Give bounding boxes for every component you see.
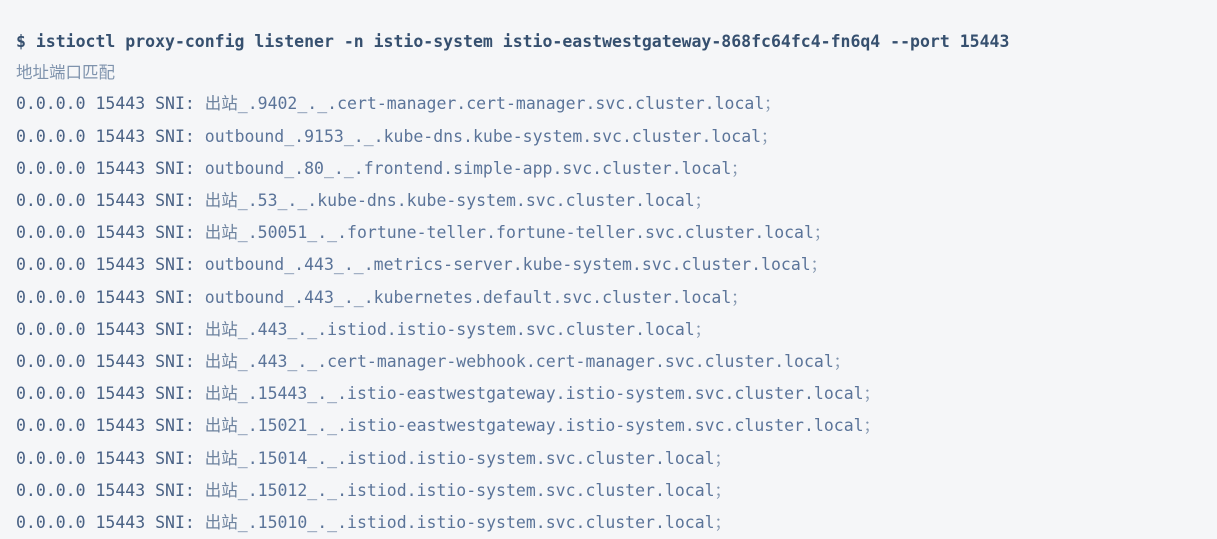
line-terminator: ； [761, 127, 777, 146]
listener-port: 15443 [95, 352, 156, 372]
listener-row: 0.0.0.0 15443 SNI: 出站_.15021_._.istio-ea… [16, 410, 1217, 442]
listener-address: 0.0.0.0 [16, 255, 96, 275]
listener-port: 15443 [95, 448, 156, 468]
match-type-label: SNI: [155, 126, 205, 146]
sni-value: outbound_.9153_._.kube-dns.kube-system.s… [204, 126, 762, 146]
listener-port: 15443 [95, 126, 156, 146]
listener-row: 0.0.0.0 15443 SNI: 出站_.50051_._.fortune-… [16, 217, 1217, 249]
listener-row: 0.0.0.0 15443 SNI: 出站_.15443_._.istio-ea… [16, 378, 1217, 410]
line-terminator: ； [714, 514, 730, 533]
listener-port: 15443 [95, 255, 156, 275]
listener-row: 0.0.0.0 15443 SNI: outbound_.80_._.front… [16, 153, 1217, 185]
listener-port: 15443 [95, 223, 156, 243]
sni-value: _.15012_._.istiod.istio-system.svc.clust… [237, 480, 715, 500]
sni-value: _.50051_._.fortune-teller.fortune-teller… [237, 223, 814, 243]
listener-row: 0.0.0.0 15443 SNI: outbound_.443_._.metr… [16, 249, 1217, 281]
match-type-label: SNI: [155, 416, 205, 436]
match-type-label: SNI: [155, 480, 205, 500]
listener-row: 0.0.0.0 15443 SNI: outbound_.443_._.kube… [16, 282, 1217, 314]
line-terminator: ； [813, 224, 829, 243]
listener-row: 0.0.0.0 15443 SNI: 出站_.15012_._.istiod.i… [16, 475, 1217, 507]
sni-value: _.15014_._.istiod.istio-system.svc.clust… [237, 448, 715, 468]
match-type-label: SNI: [155, 191, 205, 211]
line-terminator: ； [863, 385, 879, 404]
line-terminator: ； [764, 95, 780, 114]
sni-direction-token: 出站 [204, 352, 238, 372]
line-terminator: ； [714, 449, 730, 468]
sni-direction-token: 出站 [204, 191, 238, 211]
match-type-label: SNI: [155, 448, 205, 468]
line-terminator: ； [810, 256, 826, 275]
listener-address: 0.0.0.0 [16, 94, 96, 114]
sni-direction-token: 出站 [204, 448, 238, 468]
sni-value: _.15010_._.istiod.istio-system.svc.clust… [237, 513, 715, 533]
line-terminator: ； [731, 288, 747, 307]
sni-direction-token: 出站 [204, 416, 238, 436]
listener-address: 0.0.0.0 [16, 480, 96, 500]
match-type-label: SNI: [155, 513, 205, 533]
listener-address: 0.0.0.0 [16, 287, 96, 307]
line-terminator: ； [731, 159, 747, 178]
sni-value: _.443_._.cert-manager-webhook.cert-manag… [237, 352, 834, 372]
listener-row: 0.0.0.0 15443 SNI: 出站_.443_._.cert-manag… [16, 346, 1217, 378]
line-terminator: ； [714, 481, 730, 500]
match-type-label: SNI: [155, 255, 205, 275]
listener-port: 15443 [95, 480, 156, 500]
line-terminator: ； [694, 192, 710, 211]
listener-address: 0.0.0.0 [16, 384, 96, 404]
sni-value: outbound_.443_._.metrics-server.kube-sys… [204, 255, 811, 275]
sni-value: outbound_.80_._.frontend.simple-app.svc.… [204, 158, 732, 178]
listener-port: 15443 [95, 416, 156, 436]
listener-address: 0.0.0.0 [16, 448, 96, 468]
listener-port: 15443 [95, 513, 156, 533]
match-type-label: SNI: [155, 319, 205, 339]
match-type-label: SNI: [155, 352, 205, 372]
listener-address: 0.0.0.0 [16, 191, 96, 211]
listener-address: 0.0.0.0 [16, 416, 96, 436]
listener-port: 15443 [95, 384, 156, 404]
match-type-label: SNI: [155, 158, 205, 178]
sni-direction-token: 出站 [204, 223, 238, 243]
sni-value: _.53_._.kube-dns.kube-system.svc.cluster… [237, 191, 695, 211]
table-caption: 地址端口匹配 [16, 63, 115, 83]
terminal-command-line: $ istioctl proxy-config listener -n isti… [16, 32, 1010, 51]
listener-row: 0.0.0.0 15443 SNI: outbound_.9153_._.kub… [16, 121, 1217, 153]
sni-direction-token: 出站 [204, 513, 238, 533]
listener-port: 15443 [95, 158, 156, 178]
listener-address: 0.0.0.0 [16, 513, 96, 533]
listener-row: 0.0.0.0 15443 SNI: 出站_.15014_._.istiod.i… [16, 443, 1217, 475]
line-terminator: ； [833, 353, 849, 372]
listener-port: 15443 [95, 94, 156, 114]
sni-direction-token: 出站 [204, 94, 238, 114]
listener-address: 0.0.0.0 [16, 158, 96, 178]
sni-value: _.15021_._.istio-eastwestgateway.istio-s… [237, 416, 864, 436]
sni-value: _.9402_._.cert-manager.cert-manager.svc.… [237, 94, 765, 114]
listener-row-list: 0.0.0.0 15443 SNI: 出站_.9402_._.cert-mana… [16, 88, 1217, 539]
listener-row: 0.0.0.0 15443 SNI: 出站_.15010_._.istiod.i… [16, 507, 1217, 539]
listener-address: 0.0.0.0 [16, 352, 96, 372]
listener-port: 15443 [95, 287, 156, 307]
listener-row: 0.0.0.0 15443 SNI: 出站_.443_._.istiod.ist… [16, 314, 1217, 346]
sni-value: _.15443_._.istio-eastwestgateway.istio-s… [237, 384, 864, 404]
sni-value: _.443_._.istiod.istio-system.svc.cluster… [237, 319, 695, 339]
sni-direction-token: 出站 [204, 384, 238, 404]
listener-row: 0.0.0.0 15443 SNI: 出站_.9402_._.cert-mana… [16, 88, 1217, 120]
match-type-label: SNI: [155, 223, 205, 243]
sni-value: outbound_.443_._.kubernetes.default.svc.… [204, 287, 732, 307]
sni-direction-token: 出站 [204, 480, 238, 500]
listener-port: 15443 [95, 319, 156, 339]
listener-address: 0.0.0.0 [16, 319, 96, 339]
match-type-label: SNI: [155, 384, 205, 404]
line-terminator: ； [863, 417, 879, 436]
sni-direction-token: 出站 [204, 319, 238, 339]
match-type-label: SNI: [155, 287, 205, 307]
line-terminator: ； [694, 320, 710, 339]
listener-address: 0.0.0.0 [16, 126, 96, 146]
listener-row: 0.0.0.0 15443 SNI: 出站_.53_._.kube-dns.ku… [16, 185, 1217, 217]
listener-address: 0.0.0.0 [16, 223, 96, 243]
listener-port: 15443 [95, 191, 156, 211]
match-type-label: SNI: [155, 94, 205, 114]
